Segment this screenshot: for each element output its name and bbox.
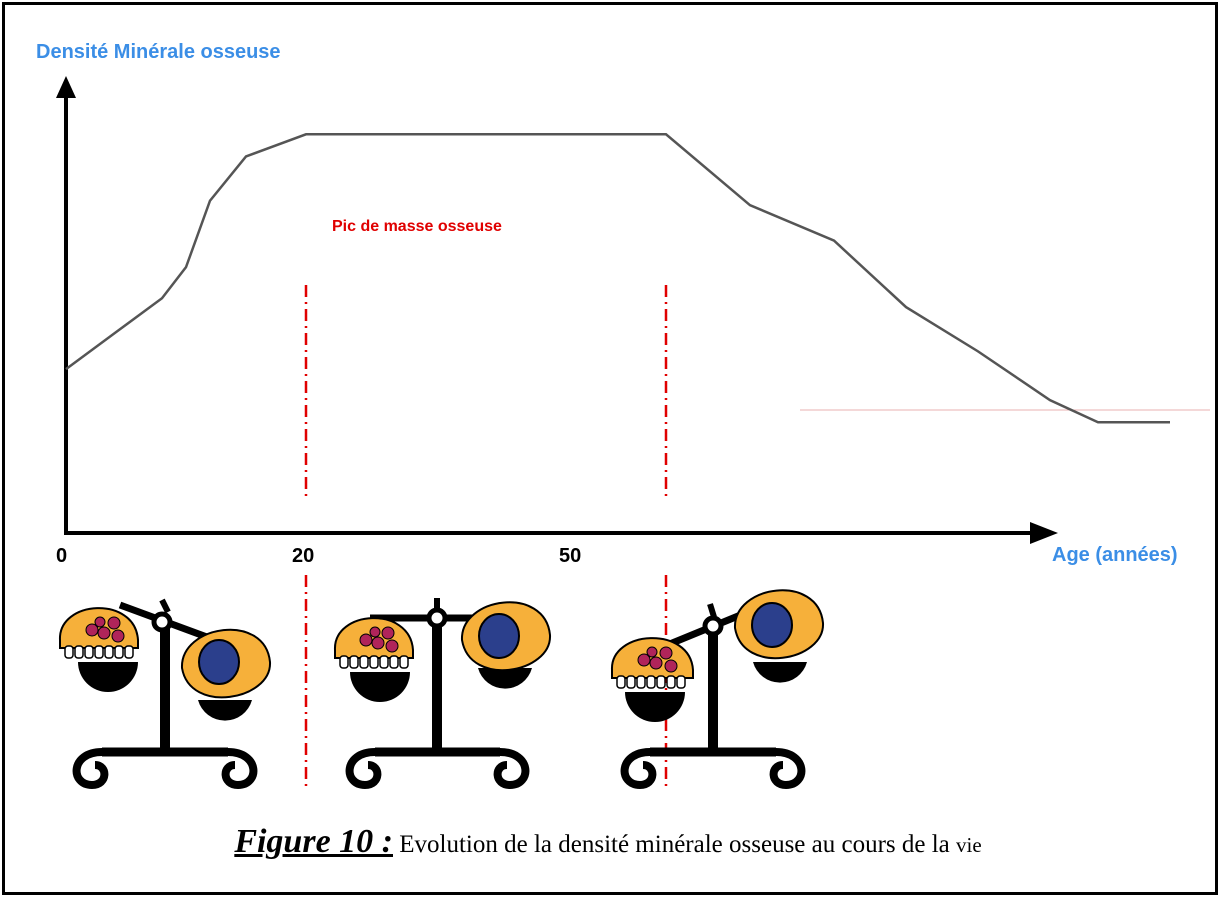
series-group: [65, 133, 1170, 424]
y-axis-label: Densité Minérale osseuse: [36, 41, 281, 63]
x-tick-label-20: 20: [292, 545, 315, 567]
caption-last-word: vie: [956, 833, 982, 857]
vertical-markers: [304, 285, 668, 790]
caption-text: Evolution de la densité minérale osseuse…: [393, 831, 957, 858]
balance-old: [610, 589, 825, 790]
peak-annotation: Pic de masse osseuse: [332, 218, 502, 235]
balance-young: [58, 598, 272, 790]
caption-label: Figure 10 :: [234, 823, 393, 860]
figure-caption: Figure 10 : Evolution de la densité miné…: [0, 823, 1216, 861]
x-axis-label: Age (années): [1052, 544, 1178, 566]
x-tick-label-0: 0: [56, 545, 68, 567]
x-tick-label-50: 50: [559, 545, 582, 567]
balance-adult: [333, 598, 552, 790]
series-line-0: [65, 133, 1170, 424]
y-axis-arrow: [56, 76, 76, 98]
illustrations: [58, 589, 825, 790]
x-axis-arrow: [1030, 522, 1058, 544]
